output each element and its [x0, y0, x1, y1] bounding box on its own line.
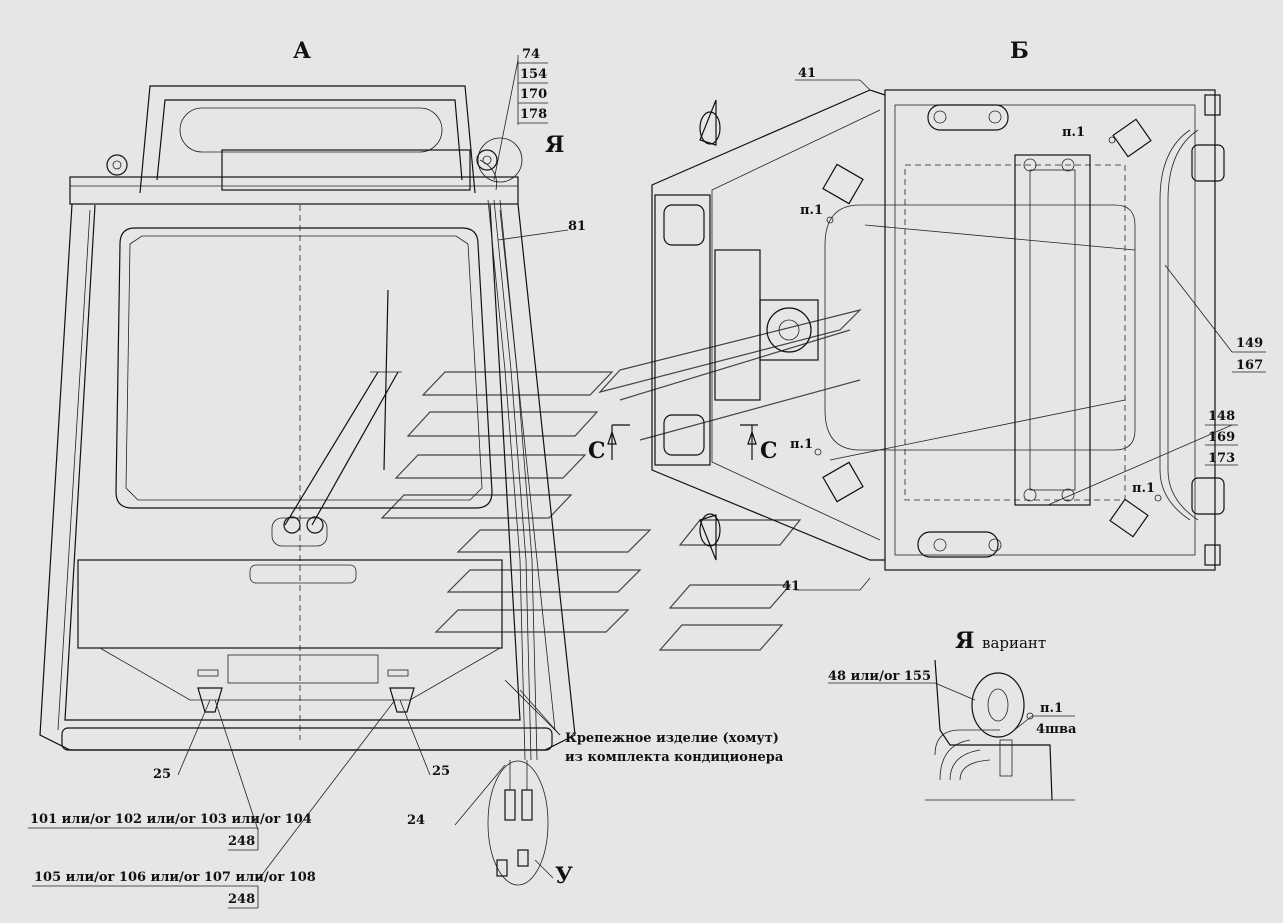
callout-group-101: 101 или/or 102 или/or 103 или/or 104 — [30, 812, 312, 827]
view-b-title: Б — [1010, 38, 1029, 64]
detail-ya-variant-drawing — [828, 659, 1075, 801]
callout-25-left: 25 — [153, 767, 171, 782]
callout-41-bottom: 41 — [782, 579, 800, 594]
callout-167: 167 — [1236, 358, 1263, 373]
callout-74: 74 — [522, 47, 540, 62]
weld-note-1: п.1 — [1062, 125, 1085, 140]
callout-170: 170 — [520, 87, 547, 102]
callout-group-105: 105 или/or 106 или/or 107 или/or 108 — [34, 870, 316, 885]
detail-ya-variant-letter: Я — [955, 628, 974, 654]
section-left-label: С — [588, 438, 606, 464]
weld-note-4: п.1 — [1132, 481, 1155, 496]
callout-41-top: 41 — [798, 66, 816, 81]
callout-248-top: 248 — [228, 834, 255, 849]
callout-169: 169 — [1208, 430, 1235, 445]
clamp-note-line1: Крепежное изделие (хомут) — [565, 731, 779, 746]
callout-154: 154 — [520, 67, 547, 82]
callout-148: 148 — [1208, 409, 1235, 424]
section-markers — [607, 424, 758, 460]
ya-weld-count: 4шва — [1036, 722, 1077, 737]
watermark-logo — [380, 308, 862, 651]
ya-weld-note: п.1 — [1040, 701, 1063, 716]
callout-24: 24 — [407, 813, 425, 828]
callout-178: 178 — [520, 107, 547, 122]
callout-173: 173 — [1208, 451, 1235, 466]
weld-note-2: п.1 — [800, 203, 823, 218]
callout-248-bottom: 248 — [228, 892, 255, 907]
view-b-drawing — [651, 79, 1266, 591]
callout-25-right: 25 — [432, 764, 450, 779]
view-a-drawing — [28, 55, 576, 909]
detail-ya-marker: Я — [545, 132, 564, 158]
clamp-note-line2: из комплекта кондиционера — [565, 750, 784, 765]
callout-48: 48 или/or 155 — [828, 669, 931, 684]
detail-u-marker: У — [555, 863, 573, 889]
callout-149: 149 — [1236, 336, 1263, 351]
detail-ya-variant-word: вариант — [982, 634, 1046, 652]
section-right-label: С — [760, 438, 778, 464]
view-a-title: А — [293, 38, 311, 64]
callout-81: 81 — [568, 219, 586, 234]
weld-note-3: п.1 — [790, 437, 813, 452]
